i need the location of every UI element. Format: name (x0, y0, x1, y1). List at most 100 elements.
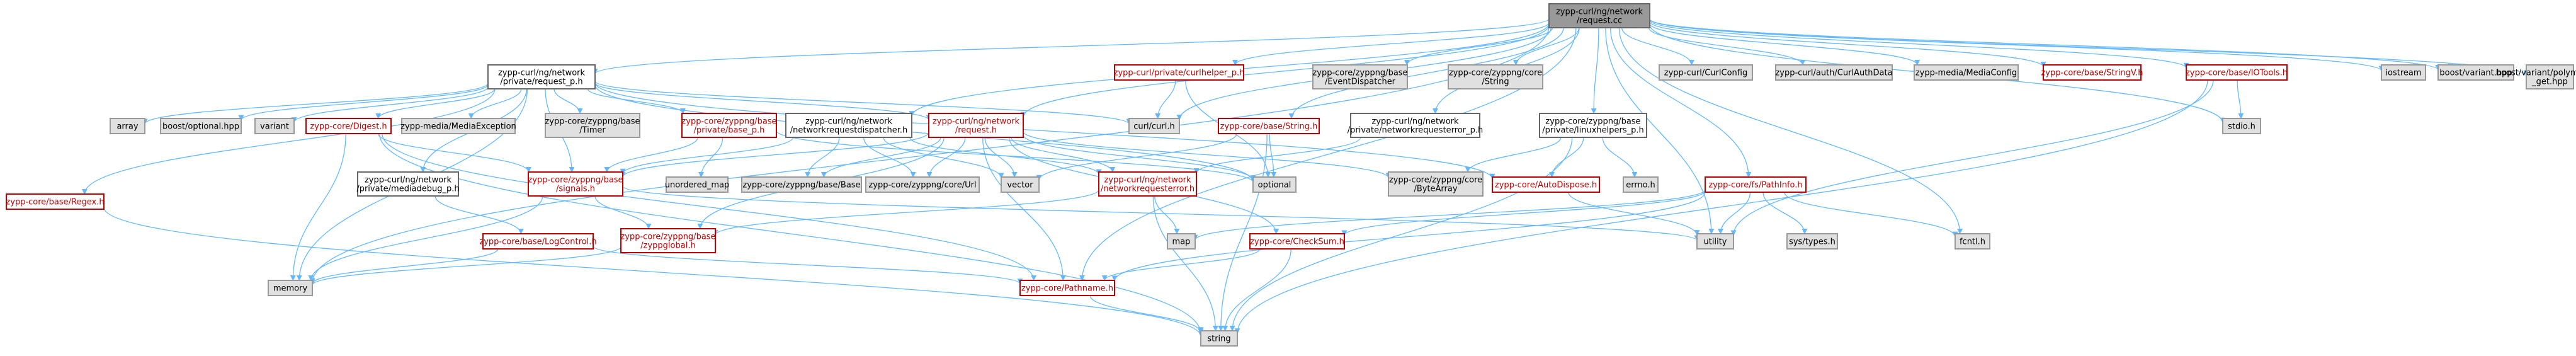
edge-req_p-to-mediaexc (468, 88, 522, 119)
node-map: map (1167, 233, 1196, 250)
node-root[interactable]: zypp-curl/ng/network/request.cc (1548, 3, 1650, 28)
edge-request_h-to-signals (620, 132, 929, 178)
node-reqdisp[interactable]: zypp-curl/ng/network/networkrequestdispa… (785, 113, 912, 138)
edge-autodispose-to-utility (1568, 192, 1700, 236)
node-box (1705, 176, 1807, 193)
edge-string_h-to-string (1218, 133, 1268, 331)
node-logcontrol[interactable]: zypp-core/base/LogControl.h (479, 233, 597, 250)
node-label: /private/mediadebug_p.h (356, 185, 459, 194)
edge-linuxhelpers-to-errno (1602, 137, 1638, 178)
node-signals[interactable]: zypp-core/zyppng/base/signals.h (528, 171, 623, 197)
node-label: /networkrequesterror.h (1101, 185, 1194, 194)
node-optional: optional (1252, 176, 1297, 193)
node-box (1019, 280, 1115, 296)
node-label: /signals.h (556, 185, 595, 194)
node-label: /ByteArray (1414, 185, 1457, 194)
node-box (482, 233, 594, 250)
edge-root-to-eventdisp (1404, 27, 1553, 66)
node-label: /zyppglobal.h (640, 241, 695, 251)
node-box (928, 113, 1024, 138)
node-regex[interactable]: zypp-core/base/Regex.h (6, 193, 105, 210)
node-linuxhelpers[interactable]: zypp-core/zyppng/base/private/linuxhelpe… (1539, 113, 1647, 138)
edge-request_h-to-vector (984, 137, 1018, 178)
edge-req_p-to-curl_h (594, 81, 1132, 125)
node-box (1001, 176, 1040, 193)
node-box (681, 113, 777, 138)
node-label: iostream (2385, 69, 2421, 78)
node-pathname[interactable]: zypp-core/Pathname.h (1019, 280, 1115, 296)
edge-request_h-to-optional (1023, 134, 1256, 181)
node-box (268, 280, 313, 296)
node-box (2222, 118, 2261, 134)
node-label: /EventDispatcher (1325, 78, 1396, 87)
node-label: zypp-core/zyppng/core/Url (868, 181, 976, 190)
nodes-layer: zypp-curl/ng/network/request.cc zypp-curl… (6, 3, 2576, 347)
edge-req_p-to-array (142, 83, 489, 125)
node-label: _get.hpp (2531, 78, 2568, 87)
node-string_h[interactable]: zypp-core/base/String.h (1218, 118, 1320, 134)
node-autodispose[interactable]: zypp-core/AutoDispose.h (1492, 176, 1600, 193)
node-label: zypp-core/base/Regex.h (6, 198, 104, 207)
node-label: map (1172, 238, 1191, 247)
edge-pathname-to-string (1089, 295, 1204, 333)
node-nreqerr[interactable]: zypp-curl/ng/network/networkrequesterror… (1098, 171, 1197, 197)
edge-nreqerr-to-zyppglobal (712, 189, 1099, 236)
node-label: vector (1007, 181, 1033, 190)
node-curlauth: zypp-curl/auth/CurlAuthData (1775, 64, 1893, 81)
node-label: /Timer (579, 126, 606, 135)
node-label: zypp-core/Pathname.h (1021, 284, 1113, 294)
node-array: array (110, 118, 145, 134)
node-box (545, 113, 640, 138)
node-box (1128, 118, 1180, 134)
node-box (1448, 64, 1543, 89)
edge-linuxhelpers-to-string (1229, 137, 1573, 331)
node-label: zypp-core/CheckSum.h (1250, 238, 1344, 247)
node-box (110, 118, 145, 134)
node-stringv[interactable]: zypp-core/base/StringV.h (2041, 64, 2143, 81)
edge-digest-to-signals (377, 133, 531, 173)
edge-root-to-stringv (1649, 21, 2046, 68)
edge-regex-to-string (103, 207, 1204, 337)
edge-request_h-to-bytearray (1023, 131, 1392, 179)
node-iotools[interactable]: zypp-core/base/IOTools.h (2186, 64, 2288, 81)
edge-string_h-to-optional (1269, 133, 1277, 178)
node-nreqerr_p[interactable]: zypp-curl/ng/network/private/networkrequ… (1348, 113, 1484, 138)
edge-req_p-to-timer (553, 88, 583, 114)
node-box (1786, 233, 1838, 250)
node-box (666, 176, 729, 193)
node-bvarpoly: boost/variant/polymorphic_get.hpp (2496, 64, 2576, 89)
node-label: zypp-core/zyppng/core (1449, 69, 1542, 78)
node-utility: utility (1696, 233, 1734, 250)
edge-logcontrol-to-pathname (593, 246, 1023, 285)
node-label: zypp-core/zyppng/base (528, 176, 623, 185)
node-box (357, 171, 459, 197)
node-label: /private/base_p.h (694, 126, 765, 135)
edge-digest-to-memory (290, 133, 346, 281)
node-label: zypp-core/zyppng/core (1389, 176, 1482, 185)
node-memory: memory (268, 280, 313, 296)
edge-nreqerr-to-map (1154, 195, 1180, 234)
edge-req_p-to-digest (375, 88, 495, 119)
node-checksum[interactable]: zypp-core/CheckSum.h (1249, 233, 1345, 250)
node-pathinfo[interactable]: zypp-core/fs/PathInfo.h (1705, 176, 1807, 193)
edge-reqdisp-to-signals (620, 137, 793, 175)
node-base_p[interactable]: zypp-core/zyppng/base/private/base_p.h (681, 113, 777, 138)
node-box (1167, 233, 1196, 250)
node-mediadebug[interactable]: zypp-curl/ng/network/private/mediadebug_… (356, 171, 460, 197)
edge-root-to-curlhelper_p (1232, 22, 1550, 66)
node-label: zypp-core/base/StringV.h (2041, 69, 2143, 78)
edge-nreqerr-to-string (1152, 195, 1218, 331)
node-req_p[interactable]: zypp-curl/ng/network/private/request_p.h (487, 64, 596, 89)
node-request_h[interactable]: zypp-curl/ng/network/request.h (928, 113, 1024, 138)
node-label: zypp-core/zyppng/base (681, 117, 776, 127)
node-label: boost/variant.hpp (2439, 69, 2512, 78)
node-label: variant (260, 122, 289, 132)
node-label: fcntl.h (1960, 238, 1985, 247)
node-digest[interactable]: zypp-core/Digest.h (305, 118, 392, 134)
node-curlhelper_p[interactable]: zypp-curl/private/curlhelper_p.h (1114, 64, 1245, 81)
edge-mediadebug-to-logcontrol (434, 195, 524, 234)
node-zyppglobal[interactable]: zypp-core/zyppng/base/zyppglobal.h (620, 228, 716, 253)
node-label: /private/request_p.h (500, 78, 582, 87)
node-box (1098, 171, 1197, 197)
edge-req_p-to-variant (291, 86, 489, 123)
